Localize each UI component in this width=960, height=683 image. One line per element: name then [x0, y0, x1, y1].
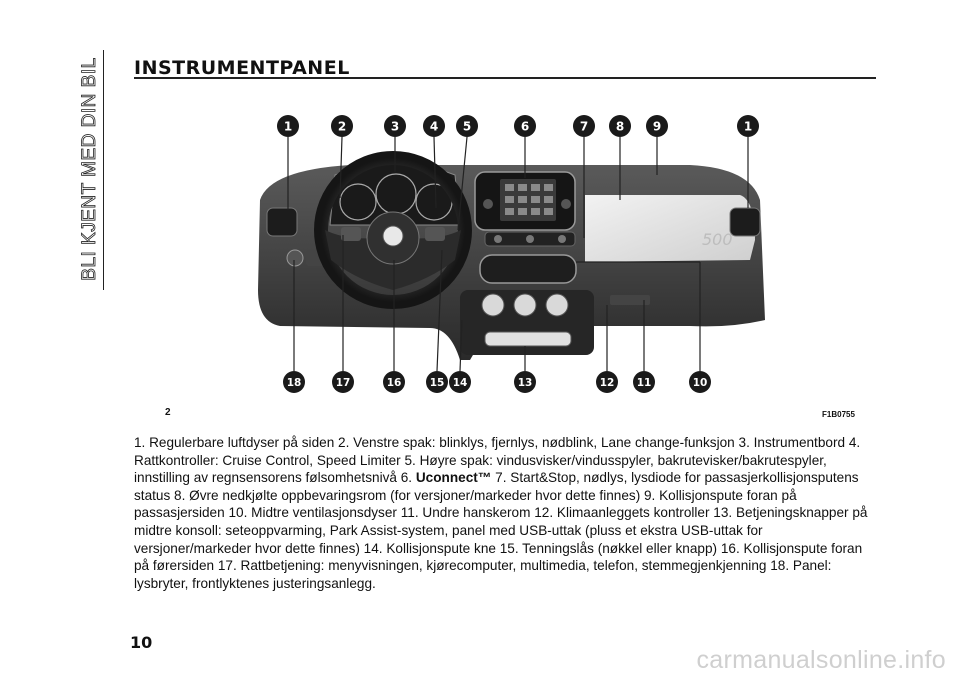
section-label: BLI KJENT MED DIN BIL	[79, 57, 101, 281]
dashboard-illustration: 500	[258, 115, 765, 393]
callout-top-6-label: 6	[521, 120, 529, 134]
callout-top-10: 1	[737, 115, 759, 137]
callouts-top: 1 2 3 4 5 6 7 8 9 1	[277, 115, 759, 137]
callout-bottom-18: 18	[283, 371, 305, 393]
infotainment-knob-right	[561, 199, 571, 209]
callout-bottom-13: 13	[514, 371, 536, 393]
callout-top-3: 3	[384, 115, 406, 137]
leader-lines-bottom	[293, 235, 701, 372]
caption-part-1: 1. Regulerbare luftdyser på siden 2. Ven…	[134, 435, 861, 486]
center-vents	[479, 254, 577, 284]
callout-bottom-15: 15	[426, 371, 448, 393]
leader-lines-top	[287, 136, 749, 238]
lower-glovebox	[610, 295, 650, 305]
callout-top-7: 7	[573, 115, 595, 137]
page-number: 10	[130, 633, 153, 652]
callouts-bottom: 18 17 16 15 14 13 12 11 10	[283, 371, 711, 393]
callout-bottom-18-label: 18	[287, 377, 302, 389]
callout-bottom-14: 14	[449, 371, 471, 393]
callout-top-9-label: 9	[653, 120, 661, 134]
right-vent	[729, 207, 761, 237]
steering-wheel-rim	[314, 151, 472, 309]
callout-top-8: 8	[609, 115, 631, 137]
caption-highlight: Uconnect™	[415, 470, 492, 486]
left-vent	[266, 207, 298, 237]
light-switch	[286, 249, 304, 267]
callout-bottom-12-label: 12	[600, 377, 615, 389]
figure-code: F1B0755	[822, 410, 855, 419]
page-title: INSTRUMENTPANEL	[134, 57, 350, 79]
figure-caption: 1. Regulerbare luftdyser på siden 2. Ven…	[134, 434, 876, 592]
callout-top-4: 4	[423, 115, 445, 137]
badge-text: 500	[702, 230, 733, 249]
callout-bottom-13-label: 13	[518, 377, 533, 389]
dashboard-figure: 500	[130, 90, 870, 420]
callout-top-7-label: 7	[580, 120, 588, 134]
section-side-tab: BLI KJENT MED DIN BIL	[78, 50, 104, 290]
callout-top-10-label: 1	[744, 120, 752, 134]
climate-knob-right	[545, 293, 569, 317]
callout-bottom-17-label: 17	[336, 377, 351, 389]
callout-top-2-label: 2	[338, 120, 346, 134]
screen-icons	[505, 184, 553, 215]
climate-knob-left	[481, 293, 505, 317]
callout-bottom-10: 10	[689, 371, 711, 393]
callout-bottom-11: 11	[633, 371, 655, 393]
callout-bottom-14-label: 14	[453, 377, 468, 389]
callout-bottom-16: 16	[383, 371, 405, 393]
callout-top-9: 9	[646, 115, 668, 137]
wheel-controls-left	[341, 227, 361, 241]
fiat-logo	[382, 225, 404, 247]
callout-top-1-label: 1	[284, 120, 292, 134]
caption-part-2: 7. Start&Stop, nødlys, lysdiode for pass…	[134, 470, 868, 591]
callout-top-8-label: 8	[616, 120, 624, 134]
infotainment-knob-left	[483, 199, 493, 209]
callout-bottom-17: 17	[332, 371, 354, 393]
callout-top-5-label: 5	[463, 120, 471, 134]
callout-top-2: 2	[331, 115, 353, 137]
callout-bottom-10-label: 10	[693, 377, 708, 389]
callout-top-1: 1	[277, 115, 299, 137]
title-rule	[134, 77, 876, 79]
callout-bottom-11-label: 11	[637, 377, 652, 389]
callout-top-4-label: 4	[430, 120, 438, 134]
climate-knob-center	[513, 293, 537, 317]
watermark: carmanualsonline.info	[696, 646, 946, 674]
callout-top-6: 6	[514, 115, 536, 137]
callout-top-3-label: 3	[391, 120, 399, 134]
figure-number: 2	[165, 407, 171, 418]
wheel-controls-right	[425, 227, 445, 241]
callout-bottom-16-label: 16	[387, 377, 402, 389]
callout-bottom-12: 12	[596, 371, 618, 393]
callout-bottom-15-label: 15	[430, 377, 445, 389]
cluster-dial-left	[339, 183, 377, 221]
callout-top-5: 5	[456, 115, 478, 137]
passenger-panel	[585, 195, 755, 262]
console-button-strip	[484, 331, 572, 347]
